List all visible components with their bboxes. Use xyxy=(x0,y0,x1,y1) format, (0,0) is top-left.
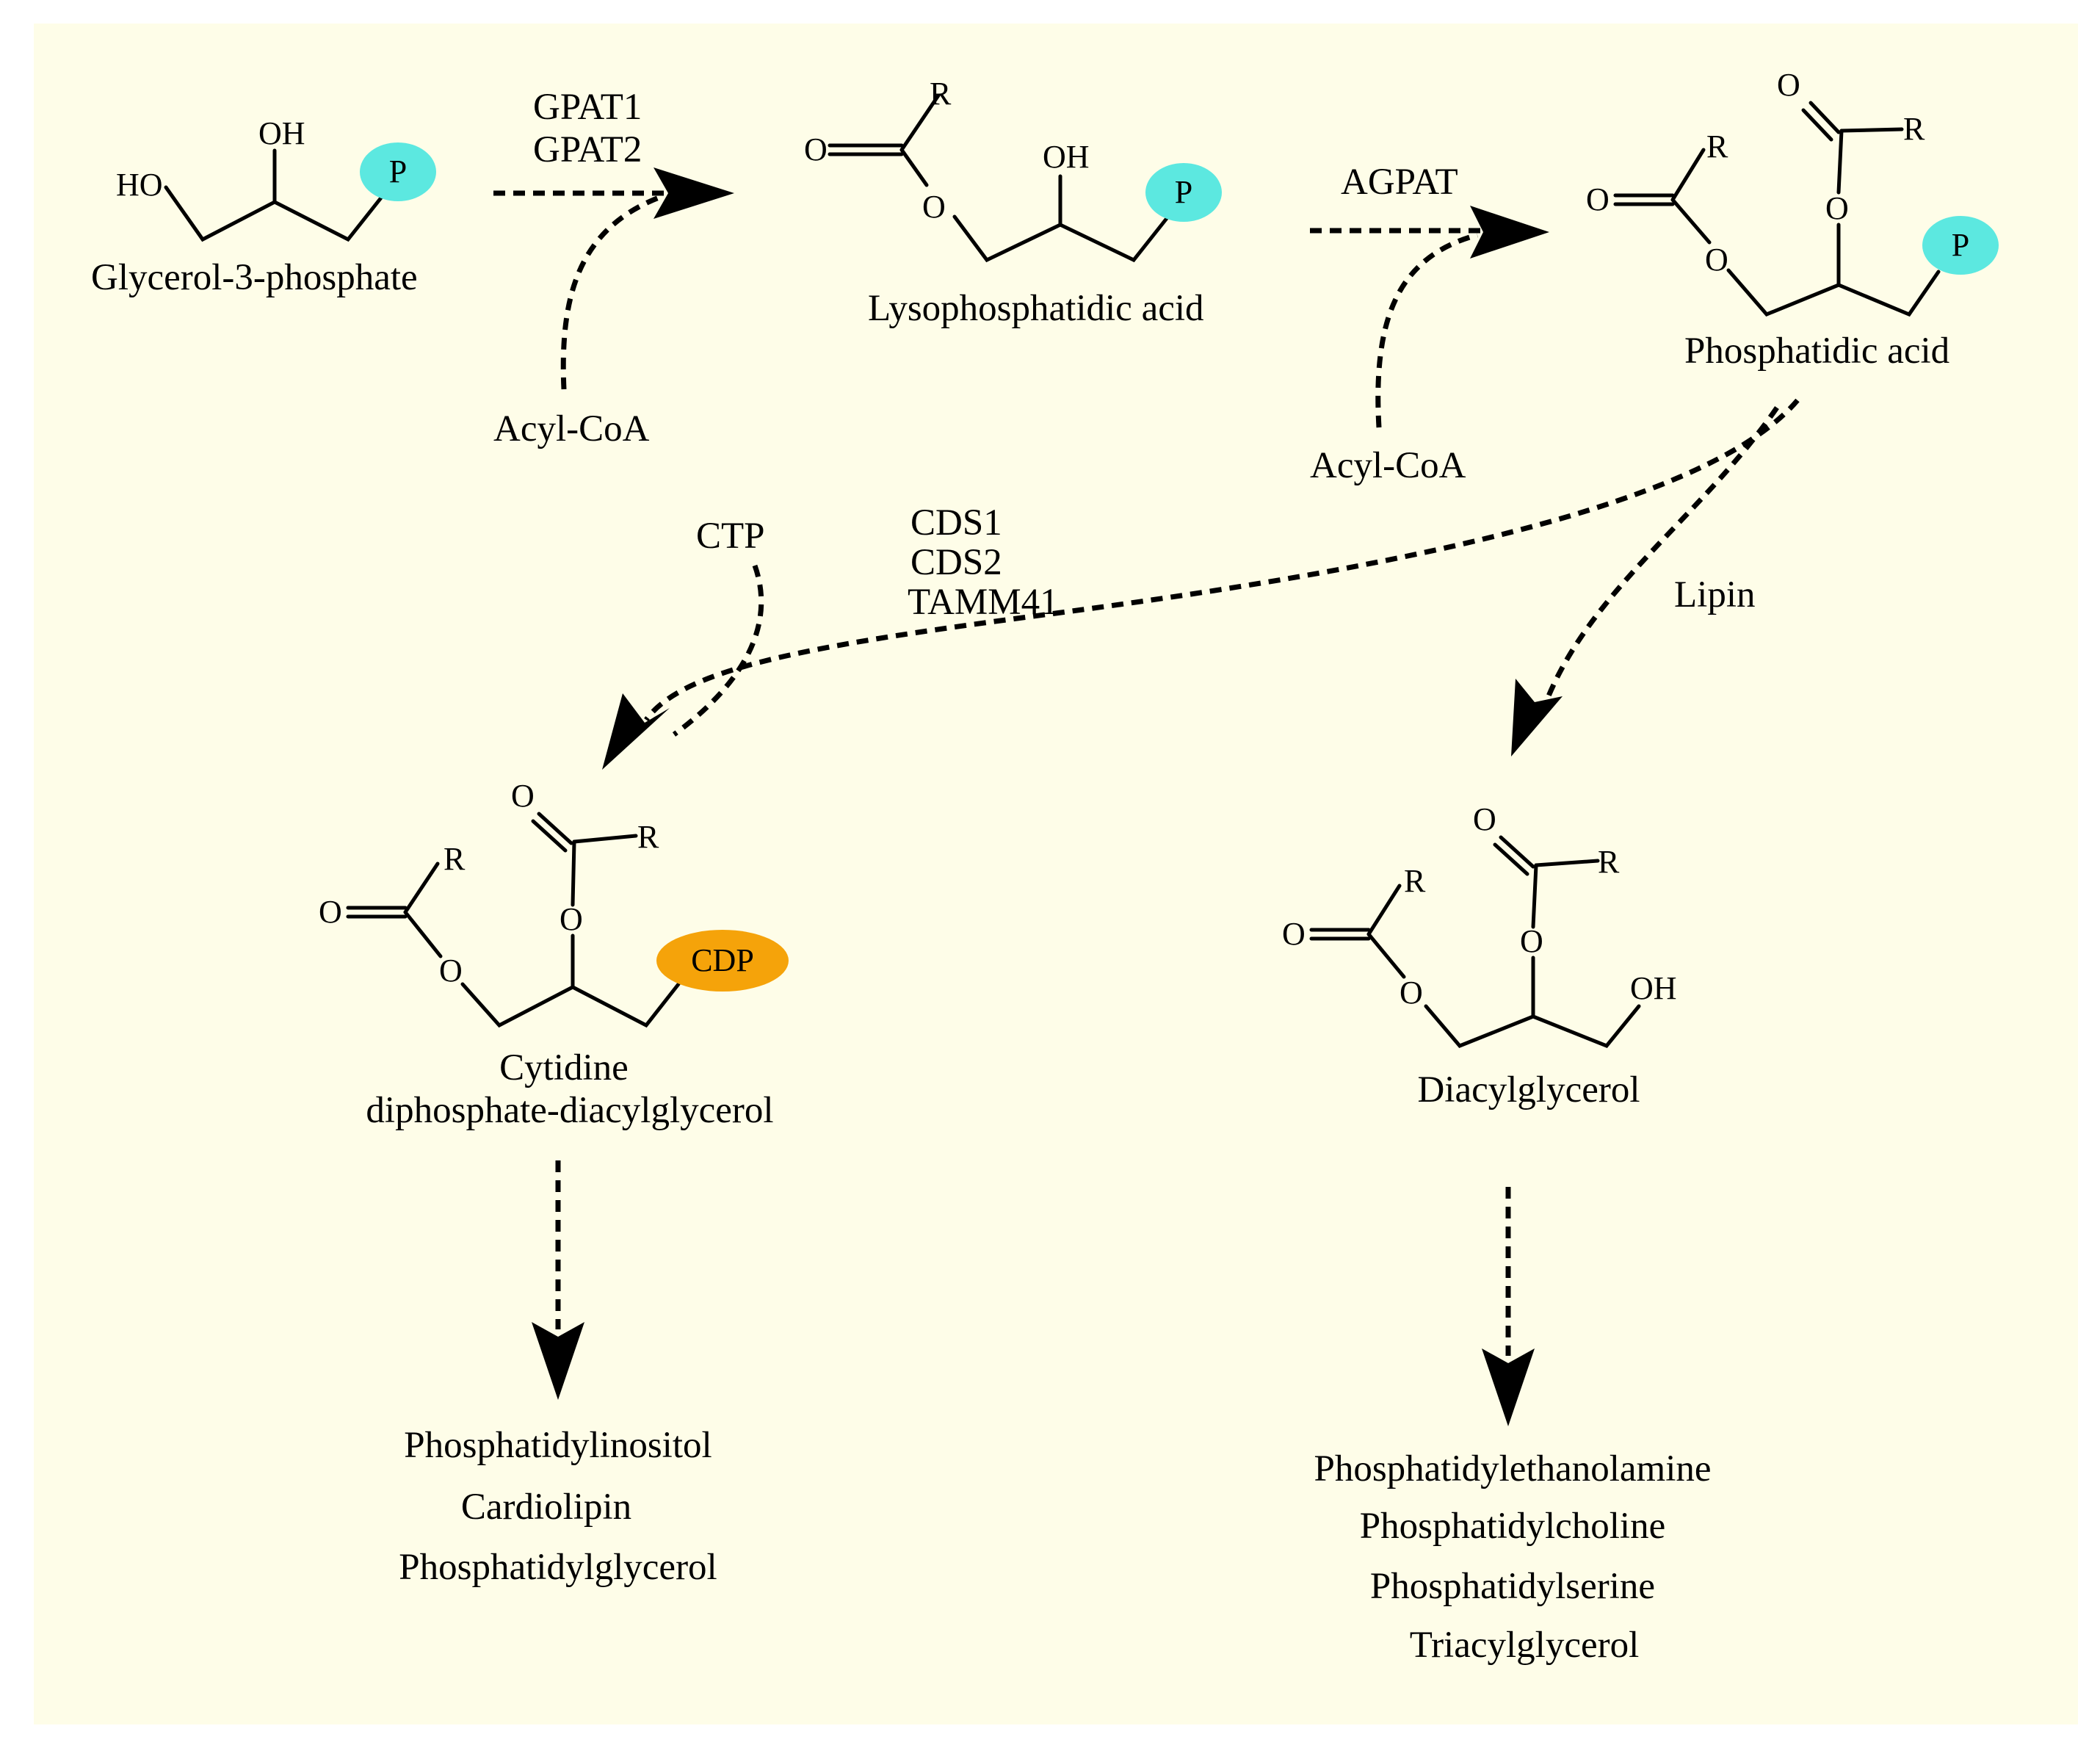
lysophosphatidic-acid-name: Lysophosphatidic acid xyxy=(868,288,1204,329)
ester-o-label-1: O xyxy=(1705,242,1728,278)
product-triacylglycerol: Triacylglycerol xyxy=(1410,1625,1640,1666)
gpat-arrowhead xyxy=(653,167,734,219)
cdp-diacylglycerol-name-line1: Cytidine xyxy=(499,1047,629,1088)
lipin-label: Lipin xyxy=(1674,574,1756,615)
product-phosphatidylethanolamine: Phosphatidylethanolamine xyxy=(1314,1448,1711,1489)
product-phosphatidylcholine: Phosphatidylcholine xyxy=(1360,1506,1665,1547)
gpat1-label: GPAT1 xyxy=(533,87,642,128)
phosphate-label: P xyxy=(1175,174,1192,210)
product-cardiolipin: Cardiolipin xyxy=(461,1487,631,1528)
lipin-arrowhead xyxy=(1511,679,1563,756)
diagram-background xyxy=(34,24,2078,1724)
ho-label: HO xyxy=(116,167,163,203)
agpat-arrowhead xyxy=(1470,206,1549,259)
lysophosphatidic-acid-structure: O R O OH P xyxy=(804,76,1222,263)
r-group-label-2: R xyxy=(1903,111,1925,147)
phosphate-label: P xyxy=(389,154,407,189)
carbonyl-o-label-1: O xyxy=(1282,916,1306,952)
phosphate-group xyxy=(1145,163,1222,222)
cds1-label: CDS1 xyxy=(910,502,1002,543)
r-group-label-2: R xyxy=(1598,844,1620,880)
cds-arrowhead xyxy=(602,693,670,770)
carbonyl-o-label: O xyxy=(804,131,828,167)
cdp-dag-downstream-arrowhead xyxy=(532,1322,584,1400)
dag-downstream-arrowhead xyxy=(1482,1348,1535,1426)
product-phosphatidylglycerol: Phosphatidylglycerol xyxy=(399,1547,717,1588)
agpat-reaction-arrow xyxy=(1310,206,1549,428)
product-phosphatidylserine: Phosphatidylserine xyxy=(1370,1566,1655,1607)
glycerol-3-phosphate-name: Glycerol-3-phosphate xyxy=(91,257,418,298)
acyl-coa-label-2: Acyl-CoA xyxy=(1310,445,1466,486)
glycerol-3-phosphate-structure: HO OH P xyxy=(116,115,436,242)
oh-label: OH xyxy=(1043,139,1090,175)
dag-downstream-arrow xyxy=(1482,1187,1535,1426)
cdp-label: CDP xyxy=(691,942,754,978)
cdp-diacylglycerol-structure: O R O O O R CDP xyxy=(319,778,789,1028)
r-group-label: R xyxy=(930,76,952,112)
cdp-group xyxy=(656,930,789,992)
carbonyl-o-label-2: O xyxy=(1473,801,1496,837)
cdp-dag-products: Phosphatidylinositol Cardiolipin Phospha… xyxy=(399,1425,717,1588)
gpat-reaction-arrow xyxy=(493,167,734,390)
carbonyl-o-label-1: O xyxy=(319,894,342,930)
cds-reaction-arrow xyxy=(602,398,1800,770)
ester-o-label-2: O xyxy=(1825,190,1849,226)
oh-label: OH xyxy=(258,115,305,151)
dag-products: Phosphatidylethanolamine Phosphatidylcho… xyxy=(1314,1448,1711,1666)
carbonyl-o-label-2: O xyxy=(511,778,535,814)
tamm41-label: TAMM41 xyxy=(908,582,1059,623)
r-group-label-1: R xyxy=(1404,863,1426,899)
phosphate-group xyxy=(360,142,436,201)
carbonyl-o-label-1: O xyxy=(1586,181,1610,217)
ester-o-label: O xyxy=(922,189,946,225)
ester-o-label-2: O xyxy=(560,901,583,937)
phosphatidic-acid-structure: O R O O O R P xyxy=(1586,67,1999,317)
acyl-coa-label-1: Acyl-CoA xyxy=(493,408,650,449)
r-group-label-2: R xyxy=(637,819,659,855)
phosphate-group xyxy=(1922,216,1999,275)
ester-o-label-1: O xyxy=(439,953,463,989)
product-phosphatidylinositol: Phosphatidylinositol xyxy=(404,1425,712,1466)
cdp-dag-downstream-arrow xyxy=(532,1160,584,1400)
r-group-label-1: R xyxy=(1706,129,1728,165)
diacylglycerol-structure: O R O O O R OH xyxy=(1282,801,1677,1049)
gpat2-label: GPAT2 xyxy=(533,129,642,170)
ctp-label: CTP xyxy=(696,516,765,557)
diacylglycerol-name: Diacylglycerol xyxy=(1417,1069,1640,1110)
lipin-reaction-arrow xyxy=(1511,406,1779,756)
phosphate-label: P xyxy=(1952,227,1969,263)
r-group-label-1: R xyxy=(443,841,466,877)
agpat-label: AGPAT xyxy=(1341,162,1458,203)
phosphatidic-acid-name: Phosphatidic acid xyxy=(1684,331,1949,372)
ester-o-label-2: O xyxy=(1520,923,1543,959)
cds2-label: CDS2 xyxy=(910,542,1002,583)
carbonyl-o-label-2: O xyxy=(1777,67,1800,103)
ester-o-label-1: O xyxy=(1400,975,1423,1011)
oh-label: OH xyxy=(1630,970,1677,1006)
cdp-diacylglycerol-name-line2: diphosphate-diacylglycerol xyxy=(366,1090,773,1131)
